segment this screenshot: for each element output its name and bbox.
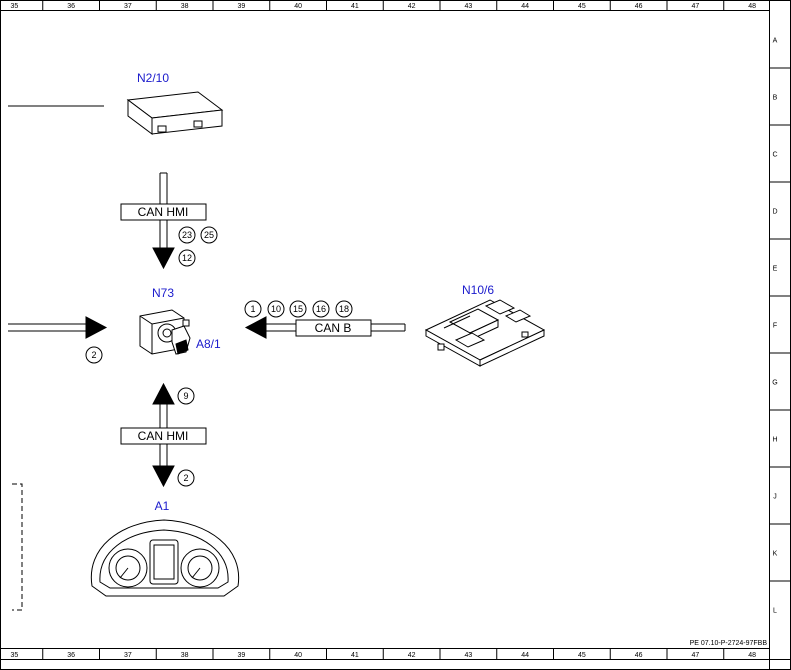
svg-text:9: 9	[183, 391, 188, 401]
row-label: H	[772, 437, 777, 444]
drawing-reference: PE 07.10-P-2724-97FBB	[690, 640, 768, 647]
note-16: 16	[312, 300, 330, 318]
can-b-label: CAN B	[315, 321, 352, 335]
col-label-bottom: 47	[691, 652, 699, 659]
label-n2-10: N2/10	[137, 71, 169, 85]
note-25: 25	[200, 226, 218, 244]
col-label-top: 35	[10, 3, 18, 10]
column-labels-top: 35 36 37 38 39 40 41 42 43 44 45 46 47 48	[10, 3, 756, 10]
column-labels-bottom: 35 36 37 38 39 40 41 42 43 44 45 46 47 48	[10, 652, 756, 659]
svg-text:16: 16	[316, 304, 326, 314]
row-ticks	[769, 67, 791, 582]
col-label-top: 38	[181, 3, 189, 10]
col-label-top: 42	[408, 3, 416, 10]
svg-text:18: 18	[339, 304, 349, 314]
n10-6-module	[424, 299, 546, 367]
note-2-bottom: 2	[177, 469, 195, 487]
col-label-bottom: 41	[351, 652, 359, 659]
row-label: J	[773, 494, 777, 501]
label-n10-6: N10/6	[462, 283, 494, 297]
col-label-bottom: 46	[635, 652, 643, 659]
row-label: D	[772, 209, 777, 216]
row-label: A	[773, 38, 778, 45]
note-12: 12	[178, 249, 196, 267]
note-23: 23	[178, 226, 196, 244]
note-9: 9	[177, 387, 195, 405]
note-10: 10	[267, 300, 285, 318]
svg-text:10: 10	[271, 304, 281, 314]
col-label-bottom: 48	[748, 652, 756, 659]
svg-text:2: 2	[183, 473, 188, 483]
label-a1: A1	[155, 499, 170, 513]
row-labels: A B C D E F G H J K L	[772, 38, 777, 615]
svg-text:25: 25	[204, 230, 214, 240]
col-label-bottom: 38	[181, 652, 189, 659]
dashed-connector	[12, 483, 23, 611]
note-15: 15	[289, 300, 307, 318]
col-label-top: 47	[691, 3, 699, 10]
col-label-bottom: 42	[408, 652, 416, 659]
col-label-top: 40	[294, 3, 302, 10]
col-label-top: 36	[67, 3, 75, 10]
svg-text:15: 15	[293, 304, 303, 314]
note-18: 18	[335, 300, 353, 318]
col-label-bottom: 37	[124, 652, 132, 659]
a1-instrument-cluster	[90, 519, 240, 597]
can-hmi-bottom-label: CAN HMI	[138, 429, 189, 443]
col-label-bottom: 39	[237, 652, 245, 659]
row-label: K	[773, 551, 778, 558]
can-b-box	[295, 319, 372, 337]
col-label-bottom: 35	[10, 652, 18, 659]
row-label: G	[772, 380, 777, 387]
can-hmi-top-box	[120, 203, 207, 221]
col-label-top: 46	[635, 3, 643, 10]
column-ticks	[42, 0, 725, 659]
col-label-top: 44	[521, 3, 529, 10]
col-label-top: 41	[351, 3, 359, 10]
col-label-bottom: 43	[464, 652, 472, 659]
col-label-bottom: 40	[294, 652, 302, 659]
col-label-top: 48	[748, 3, 756, 10]
row-label: B	[773, 95, 778, 102]
svg-text:12: 12	[182, 253, 192, 263]
col-label-top: 45	[578, 3, 586, 10]
row-label: C	[772, 152, 777, 159]
col-label-bottom: 36	[67, 652, 75, 659]
label-a8-1: A8/1	[196, 337, 221, 351]
col-label-bottom: 45	[578, 652, 586, 659]
svg-text:1: 1	[250, 304, 255, 314]
col-label-top: 37	[124, 3, 132, 10]
can-hmi-bottom-box	[120, 427, 207, 445]
col-label-bottom: 44	[521, 652, 529, 659]
svg-text:23: 23	[182, 230, 192, 240]
can-hmi-top-label: CAN HMI	[138, 205, 189, 219]
col-label-top: 43	[464, 3, 472, 10]
label-n73: N73	[152, 286, 174, 300]
row-label: F	[773, 323, 777, 330]
arrow-left-input	[8, 316, 108, 339]
row-label: E	[773, 266, 778, 273]
svg-text:2: 2	[91, 350, 96, 360]
row-label: L	[773, 608, 777, 615]
n2-10-module	[126, 91, 224, 135]
note-1: 1	[244, 300, 262, 318]
n73-ignition-switch	[139, 309, 191, 355]
col-label-top: 39	[237, 3, 245, 10]
note-2-left: 2	[85, 346, 103, 364]
